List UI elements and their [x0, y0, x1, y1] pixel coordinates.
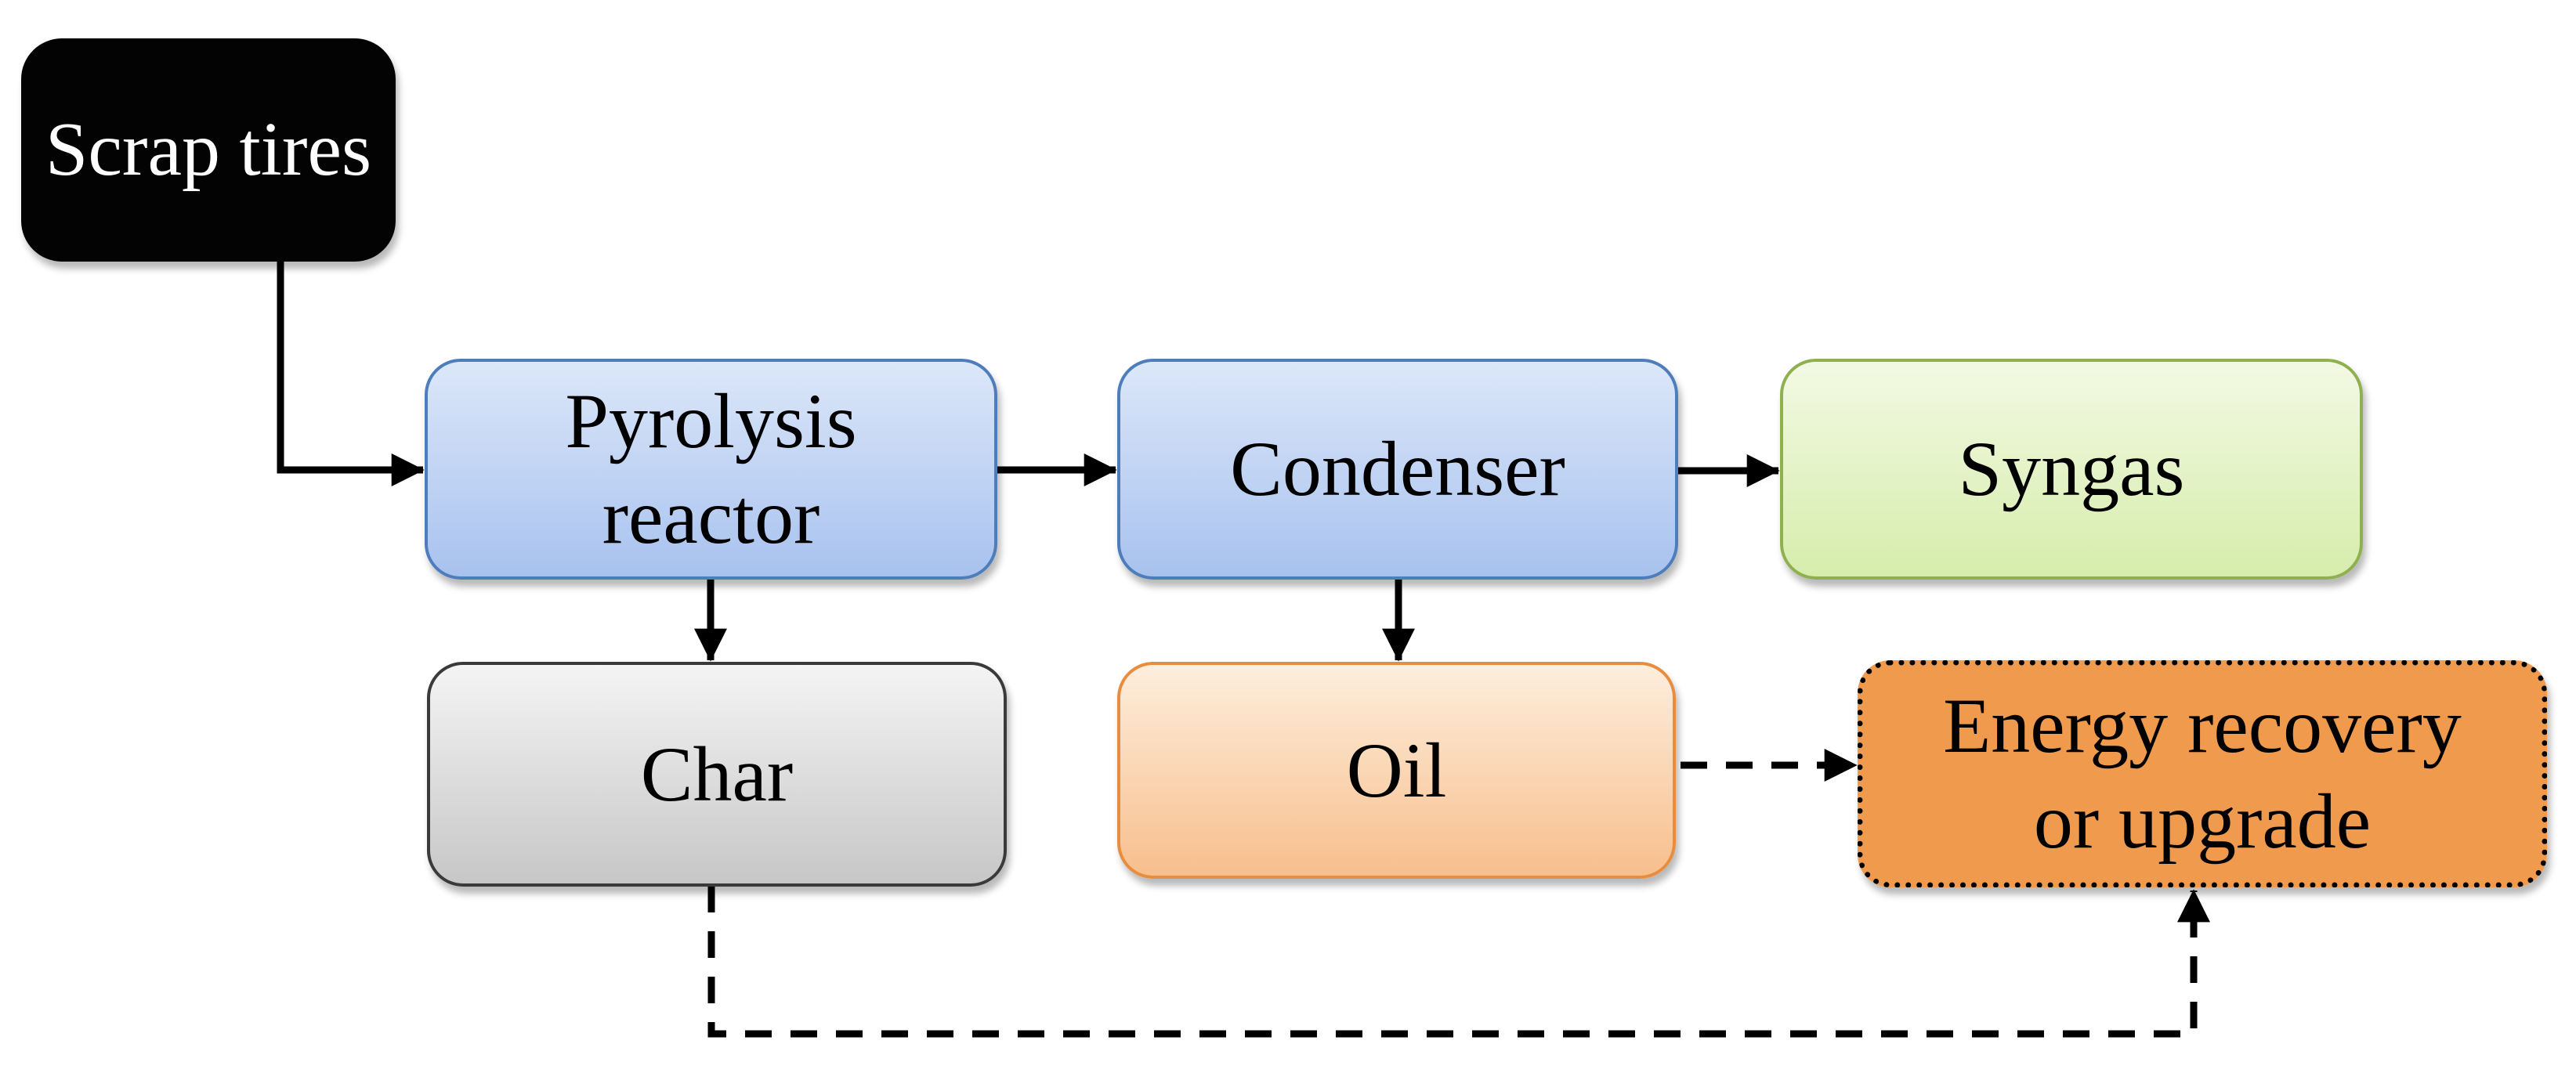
- node-char-label: Char: [640, 730, 794, 818]
- node-condenser: Condenser: [1117, 359, 1678, 580]
- node-syngas: Syngas: [1780, 359, 2363, 580]
- node-condenser-label: Condenser: [1230, 425, 1565, 512]
- node-syngas-label: Syngas: [1958, 425, 2185, 512]
- node-oil-label: Oil: [1346, 726, 1447, 814]
- edge-scrap-tires-to-pyrolysis: [277, 261, 425, 486]
- node-scrap-tires-label: Scrap tires: [45, 107, 372, 192]
- node-oil: Oil: [1117, 662, 1676, 879]
- node-pyrolysis-reactor-label: Pyrolysis reactor: [565, 378, 857, 560]
- node-energy-recovery-label: Energy recovery or upgrade: [1943, 682, 2462, 865]
- node-scrap-tires: Scrap tires: [21, 38, 396, 262]
- node-pyrolysis-reactor: Pyrolysis reactor: [425, 359, 997, 580]
- node-energy-recovery: Energy recovery or upgrade: [1858, 660, 2547, 887]
- edge-char-to-energy-recovery: [707, 886, 2210, 1038]
- node-char: Char: [427, 662, 1007, 887]
